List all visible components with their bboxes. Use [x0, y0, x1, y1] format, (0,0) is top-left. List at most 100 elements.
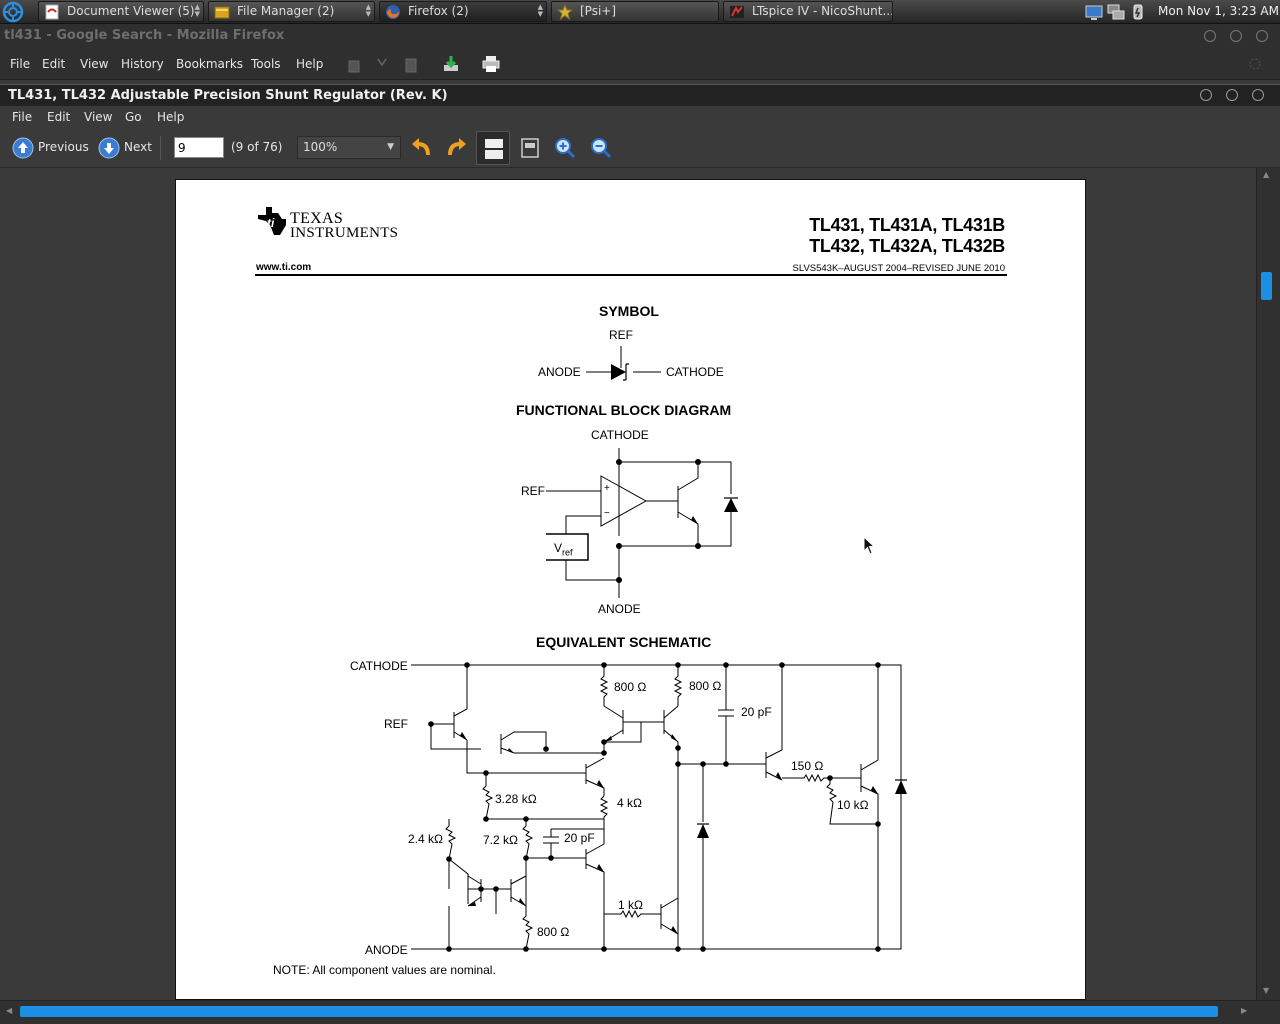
- task-label: Firefox (2): [408, 4, 469, 18]
- ff-menu-file[interactable]: File: [10, 57, 31, 71]
- menu-view[interactable]: View: [84, 110, 113, 124]
- horizontal-scroll-thumb[interactable]: [20, 1006, 1218, 1017]
- menu-edit[interactable]: Edit: [47, 110, 71, 124]
- doc-code: SLVS543K–AUGUST 2004–REVISED JUNE 2010: [792, 263, 1005, 274]
- download-icon[interactable]: [441, 54, 461, 74]
- previous-label: Previous: [38, 140, 89, 154]
- block-cathode-label: CATHODE: [591, 428, 649, 442]
- next-button[interactable]: Next: [96, 136, 152, 160]
- scroll-down-icon[interactable]: ▼: [1263, 986, 1270, 995]
- folder-icon: [214, 6, 230, 19]
- zoom-out-icon[interactable]: [588, 135, 614, 161]
- vref-sub: ref: [562, 547, 573, 558]
- task-document-viewer[interactable]: Document Viewer (5) ▲▼: [38, 1, 204, 22]
- scroll-left-icon[interactable]: ◀: [6, 1006, 13, 1015]
- close-button[interactable]: [1256, 30, 1268, 42]
- rotate-left-icon[interactable]: [408, 135, 434, 161]
- maximize-button[interactable]: [1226, 89, 1238, 101]
- zoom-select[interactable]: 100% ▼: [297, 136, 401, 159]
- schem-ref-label: REF: [384, 717, 408, 731]
- system-menu-icon[interactable]: [2, 1, 24, 23]
- star-icon: [557, 4, 573, 20]
- svg-text:ti: ti: [267, 216, 275, 230]
- firefox-titlebar: tl431 - Google Search - Mozilla Firefox: [0, 24, 1280, 50]
- part-line2: TL432, TL432A, TL432B: [809, 236, 1005, 256]
- close-button[interactable]: [1252, 89, 1264, 101]
- ff-menu-bookmarks[interactable]: Bookmarks: [176, 57, 244, 71]
- ff-menu-edit[interactable]: Edit: [42, 57, 66, 71]
- minimize-button[interactable]: [1204, 30, 1216, 42]
- scroll-right-icon[interactable]: ▶: [1241, 1006, 1248, 1015]
- throbber-icon: [1249, 58, 1261, 70]
- functional-block-diagram: [546, 448, 738, 598]
- minimize-button[interactable]: [1200, 89, 1212, 101]
- symbol-cathode-label: CATHODE: [666, 365, 724, 379]
- task-arrows-icon: ▲▼: [537, 3, 543, 18]
- continuous-toggle[interactable]: [476, 131, 510, 165]
- zoom-in-icon[interactable]: [552, 135, 578, 161]
- schematic-heading: EQUIVALENT SCHEMATIC: [536, 634, 712, 650]
- task-psi[interactable]: [Psi+]: [551, 1, 719, 22]
- viewer-titlebar: TL431, TL432 Adjustable Precision Shunt …: [0, 84, 1280, 106]
- ff-menu-tools[interactable]: Tools: [251, 57, 281, 71]
- page-number-input[interactable]: [174, 137, 224, 158]
- block-heading: FUNCTIONAL BLOCK DIAGRAM: [516, 402, 732, 418]
- clock[interactable]: Mon Nov 1, 3:23 AM: [1158, 4, 1279, 18]
- vertical-scroll-thumb[interactable]: [1261, 272, 1272, 300]
- logo-line1: TEXAS: [290, 210, 344, 227]
- value-r24k: 2.4 kΩ: [408, 832, 443, 846]
- menu-help[interactable]: Help: [157, 110, 185, 124]
- continuous-page-icon: [485, 139, 503, 159]
- logo-line2: INSTRUMENTS: [290, 225, 399, 241]
- rotate-right-icon[interactable]: [444, 135, 470, 161]
- website-link[interactable]: www.ti.com: [256, 262, 312, 273]
- vertical-scrollbar[interactable]: ▲ ▼: [1256, 168, 1280, 1000]
- ff-menu-help[interactable]: Help: [296, 57, 324, 71]
- check-icon[interactable]: [374, 54, 390, 70]
- value-c20b: 20 pF: [564, 831, 595, 845]
- ff-menu-view[interactable]: View: [80, 57, 109, 71]
- schem-anode-label: ANODE: [365, 943, 408, 957]
- next-label: Next: [124, 140, 152, 154]
- firefox-icon: [386, 5, 400, 19]
- value-r800c: 800 Ω: [537, 925, 570, 939]
- task-arrows-icon: ▲▼: [365, 3, 371, 18]
- print-icon[interactable]: [481, 54, 501, 74]
- firefox-menubar: File Edit View History Bookmarks Tools H…: [0, 50, 1280, 80]
- maximize-button[interactable]: [1230, 30, 1242, 42]
- clipboard-icon[interactable]: [402, 56, 420, 74]
- value-r1k: 1 kΩ: [618, 898, 643, 912]
- task-ltspice[interactable]: LTspice IV - NicoShunt...: [723, 1, 893, 22]
- symbol-ref-label: REF: [609, 328, 633, 342]
- taskbar: Document Viewer (5) ▲▼ File Manager (2) …: [0, 0, 1280, 24]
- horizontal-scrollbar[interactable]: ◀ ▶: [0, 1000, 1280, 1024]
- task-label: [Psi+]: [580, 4, 617, 18]
- task-label: LTspice IV - NicoShunt...: [752, 4, 893, 18]
- ff-menu-history[interactable]: History: [121, 57, 164, 71]
- schem-cathode-label: CATHODE: [350, 659, 408, 673]
- symbol-anode-label: ANODE: [538, 365, 581, 379]
- menu-file[interactable]: File: [12, 110, 33, 124]
- scroll-up-icon[interactable]: ▲: [1263, 170, 1270, 179]
- value-r150: 150 Ω: [791, 759, 824, 773]
- document-page: ti TEXAS INSTRUMENTS TL431, TL431A, TL43…: [175, 179, 1086, 1000]
- opamp-plus: +: [604, 483, 610, 494]
- copy-icon[interactable]: [346, 56, 364, 74]
- symbol-heading: SYMBOL: [599, 303, 659, 319]
- chevron-down-icon: ▼: [387, 142, 394, 152]
- display-icon[interactable]: [1084, 2, 1104, 22]
- menu-go[interactable]: Go: [125, 110, 142, 124]
- power-icon[interactable]: [1128, 2, 1148, 22]
- task-label: File Manager (2): [237, 4, 335, 18]
- network-icon[interactable]: [1106, 2, 1126, 22]
- block-ref-label: REF: [521, 484, 545, 498]
- viewer-menubar: File Edit View Go Help: [0, 106, 1280, 128]
- value-r4k: 4 kΩ: [617, 796, 642, 810]
- dual-page-icon[interactable]: [517, 135, 543, 161]
- symbol-shunt-regulator: [586, 346, 661, 381]
- task-firefox[interactable]: Firefox (2) ▲▼: [379, 1, 547, 22]
- previous-button[interactable]: Previous: [10, 136, 89, 160]
- arrow-up-icon: [12, 137, 34, 159]
- opamp-minus: −: [604, 508, 610, 519]
- task-file-manager[interactable]: File Manager (2) ▲▼: [208, 1, 375, 22]
